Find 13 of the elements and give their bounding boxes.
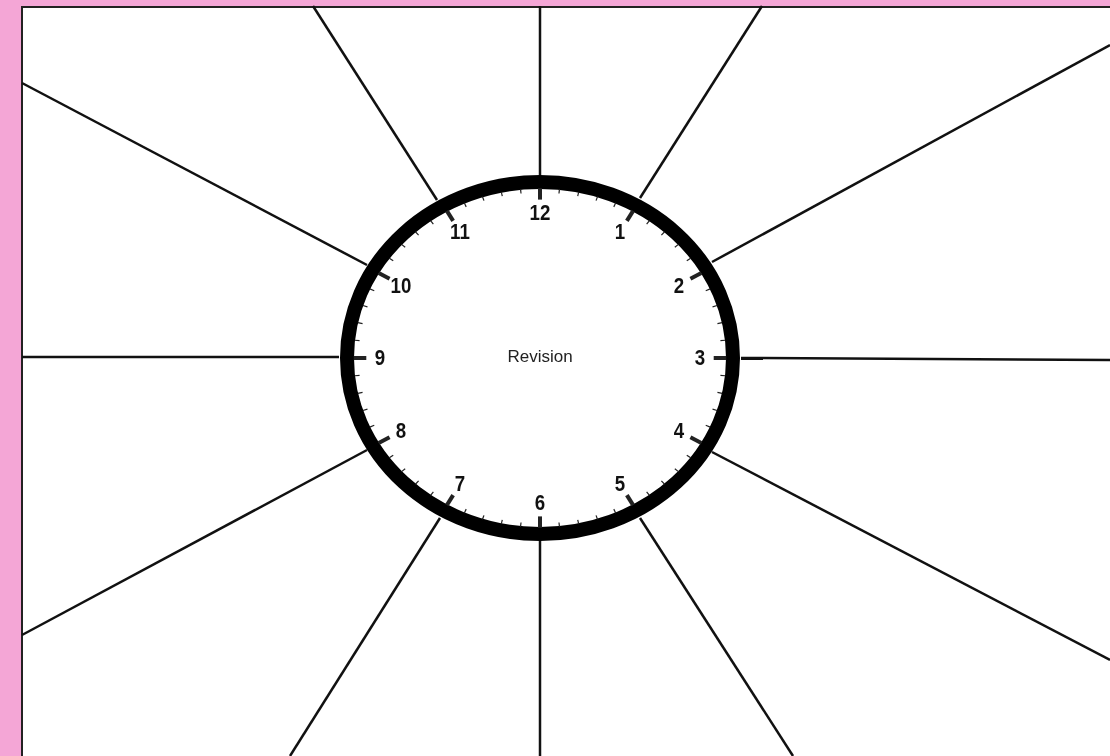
center-label: Revision [507, 347, 573, 367]
clock-number: 11 [450, 221, 470, 244]
clock-number: 8 [396, 419, 407, 442]
clock-number: 7 [454, 472, 466, 495]
clock-number: 1 [614, 221, 626, 244]
clock-number: 5 [614, 472, 626, 495]
clock-number: 6 [534, 492, 546, 514]
clock-number: 10 [391, 274, 412, 297]
clock-number: 4 [673, 419, 684, 442]
clock-number: 2 [673, 274, 684, 297]
clock-number: 12 [529, 202, 551, 224]
clock-number: 9 [374, 347, 386, 369]
clock-number: 3 [694, 347, 706, 369]
